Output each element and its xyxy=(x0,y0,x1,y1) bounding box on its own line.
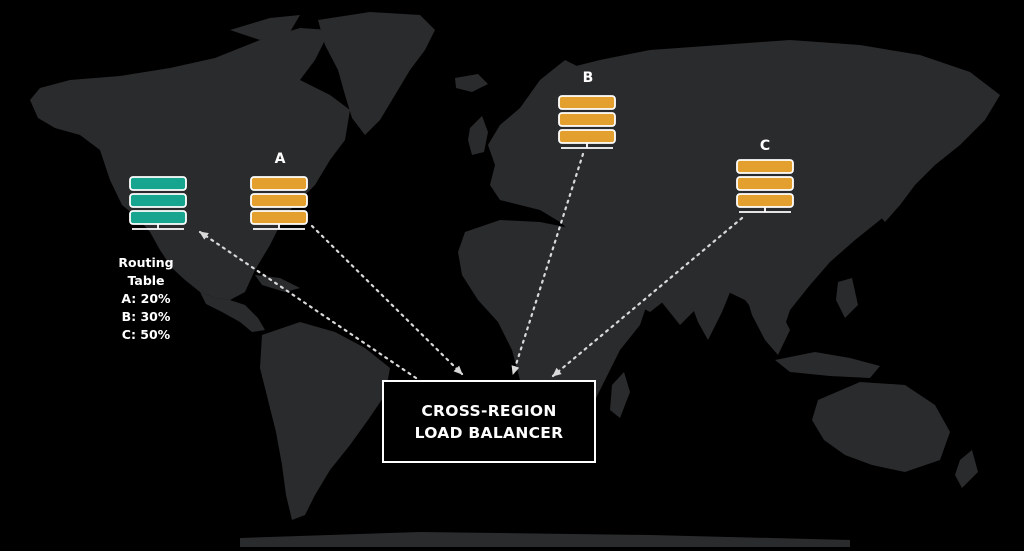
continent-central-america xyxy=(200,292,265,332)
server-a-icon xyxy=(250,176,308,230)
routing-entry-a: A: 20% xyxy=(121,291,171,306)
routing-entry-c: C: 50% xyxy=(121,327,171,342)
continent-madagascar xyxy=(610,372,630,418)
server-b-label: B xyxy=(582,70,594,86)
server-a-unit xyxy=(250,210,308,225)
continent-philippines xyxy=(836,278,858,318)
server-routing-icon xyxy=(129,176,187,230)
connection-lines xyxy=(198,152,744,380)
continent-scandinavia xyxy=(520,60,585,115)
link-a-to-balancer xyxy=(310,224,464,376)
continent-arctic-islands xyxy=(230,15,300,40)
continent-uk xyxy=(468,116,488,155)
servers-layer xyxy=(129,95,794,230)
continent-greenland xyxy=(318,12,435,135)
server-a-unit xyxy=(250,193,308,208)
server-c-unit xyxy=(736,193,794,208)
continent-north-america xyxy=(30,28,350,300)
link-balancer-to-routing xyxy=(198,230,418,380)
server-c-unit xyxy=(736,176,794,191)
continents xyxy=(30,12,1000,547)
load-balancer-line1: CROSS-REGION xyxy=(421,401,557,420)
server-b-icon xyxy=(558,95,616,149)
server-b-unit xyxy=(558,95,616,110)
continent-south-america xyxy=(260,322,390,520)
server-b-unit xyxy=(558,129,616,144)
server-b-unit xyxy=(558,112,616,127)
server-routing-unit xyxy=(129,176,187,191)
routing-table: Routing Table A: 20% B: 30% C: 50% xyxy=(100,254,192,344)
server-a-unit xyxy=(250,176,308,191)
continent-iceland xyxy=(455,74,488,92)
continent-australia xyxy=(812,382,950,472)
link-c-to-balancer xyxy=(551,216,744,378)
server-c-icon xyxy=(736,159,794,213)
server-c-unit xyxy=(736,159,794,174)
server-c-label: C xyxy=(759,138,771,154)
continent-arabia xyxy=(600,250,668,312)
routing-table-title: Routing Table xyxy=(118,255,174,288)
continent-japan xyxy=(875,168,905,222)
continent-indonesia xyxy=(775,352,880,378)
continent-africa xyxy=(458,220,650,448)
continent-new-zealand xyxy=(955,450,978,488)
load-balancer-line2: LOAD BALANCER xyxy=(414,423,564,442)
server-routing-unit xyxy=(129,210,187,225)
server-a-label: A xyxy=(274,151,286,167)
server-routing-unit xyxy=(129,193,187,208)
continent-antarctica xyxy=(240,532,850,547)
continent-india xyxy=(680,262,735,340)
load-balancer-box: CROSS-REGION LOAD BALANCER xyxy=(382,380,596,463)
continent-se-asia xyxy=(745,292,790,355)
routing-entry-b: B: 30% xyxy=(121,309,171,324)
